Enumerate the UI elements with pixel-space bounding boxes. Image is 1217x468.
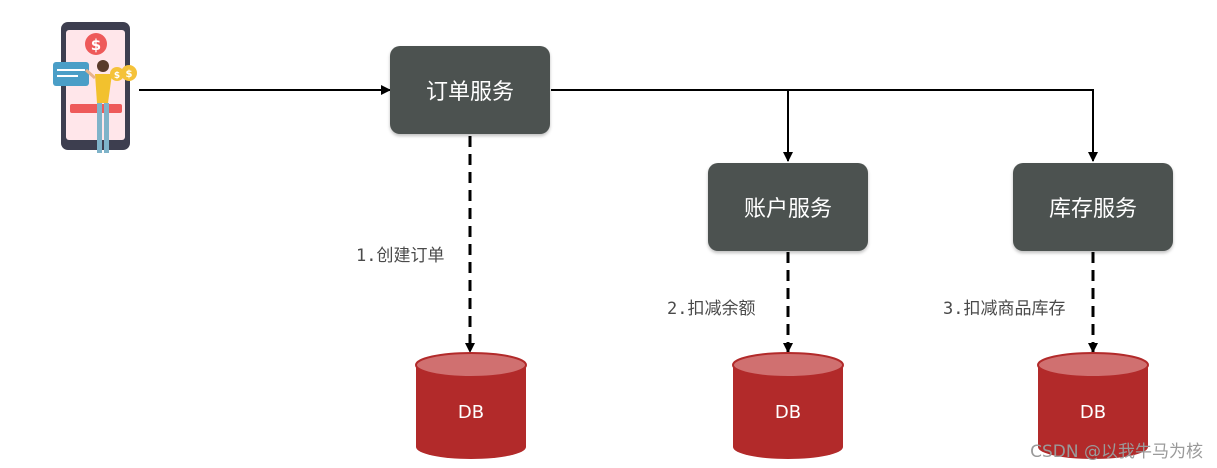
- svg-text:$: $: [126, 69, 133, 80]
- order-service-box: 订单服务: [390, 46, 550, 134]
- order-to-account-arrow: [551, 89, 793, 162]
- account-service-box: 账户服务: [708, 163, 868, 251]
- order-db-label: DB: [457, 402, 485, 423]
- storage-database-icon: [1037, 352, 1149, 459]
- watermark: CSDN @以我牛马为核: [1030, 442, 1203, 462]
- order-database-icon: [415, 352, 527, 459]
- step-deduct-stock-label: 3.扣减商品库存: [943, 299, 1066, 319]
- svg-text:$: $: [114, 71, 120, 81]
- mobile-payment-user-icon: $ $ $: [53, 22, 137, 153]
- storage-db-label: DB: [1079, 402, 1107, 423]
- storage-service-box: 库存服务: [1013, 163, 1173, 251]
- account-database-icon: [732, 352, 844, 459]
- account-db-label: DB: [774, 402, 802, 423]
- step-create-order-label: 1.创建订单: [356, 246, 445, 266]
- order-to-storage-arrow: [788, 89, 1098, 162]
- step-deduct-balance-label: 2.扣减余额: [667, 299, 756, 319]
- svg-text:$: $: [91, 36, 101, 54]
